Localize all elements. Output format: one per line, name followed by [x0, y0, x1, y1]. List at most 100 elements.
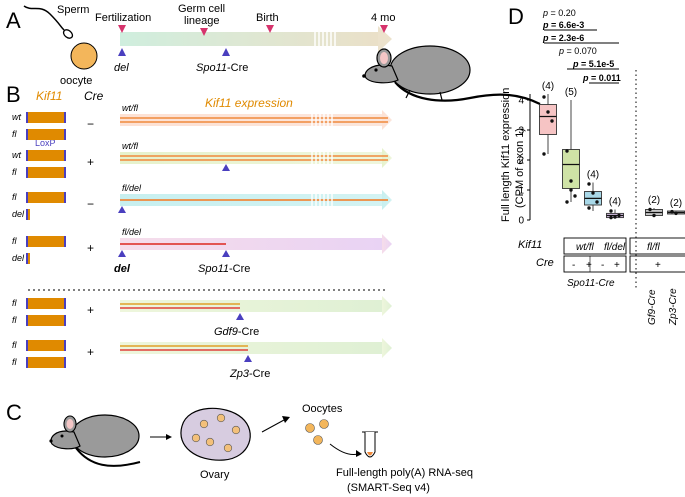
cre-sign-1: - [572, 260, 575, 271]
expression-arrow-head [382, 234, 392, 254]
n-label: (2) [670, 198, 682, 209]
birth-label: Birth [256, 12, 279, 24]
zp3-cre-label: Zp3-Cre [229, 368, 270, 380]
gf9-cre-label: Gf9-Cre [647, 289, 658, 325]
ovary-icon [180, 407, 251, 461]
geno-2: fl/del [604, 242, 626, 253]
geno-3: fl/fl [647, 242, 661, 253]
loxp-mark [26, 209, 28, 220]
p-value-label: p = 5.1e-5 [572, 59, 614, 69]
kif11-expression-label: Kif11 expression [205, 96, 293, 110]
cre-sign-5: + [655, 260, 661, 271]
data-point [550, 119, 554, 123]
data-point [595, 200, 599, 204]
loxp-mark [64, 129, 66, 140]
expression-arrow-head [382, 296, 392, 316]
expression-arrow-head [382, 110, 392, 130]
allele-label-2: fl [12, 129, 18, 139]
seq-label-2: (SMART-Seq v4) [347, 482, 430, 494]
loxp-mark [64, 315, 66, 326]
sperm-label: Sperm [57, 4, 89, 16]
sperm-icon [23, 5, 74, 39]
seq-label-1: Full-length poly(A) RNA-seq [336, 467, 473, 479]
germ-line-marker [200, 28, 208, 36]
germ-line-label-2: lineage [184, 15, 219, 27]
cre-header: Cre [84, 89, 104, 103]
loxp-mark [26, 357, 28, 368]
allele-label-1: fl [12, 192, 18, 202]
cre-sign-3: - [601, 260, 604, 271]
expression-arrow-head [382, 148, 392, 168]
tube-icon [362, 431, 378, 458]
oocyte-icon [70, 42, 98, 70]
arrow-c3 [329, 443, 359, 455]
cre-sign-2: + [586, 260, 592, 271]
arrow-c2 [261, 419, 285, 433]
p-value-label: p = 6.6e-3 [542, 20, 584, 30]
allele-label-1: wt [12, 112, 21, 122]
allele-bar-1 [26, 340, 66, 351]
cre-sign-4: + [614, 260, 620, 271]
loxp-mark [26, 236, 28, 247]
zp3-cre-label: Zp3-Cre [668, 288, 679, 326]
cre-row-label: Cre [536, 257, 554, 269]
loxp-mark [26, 315, 28, 326]
panel-b-letter: B [6, 82, 21, 107]
genotype-label: wt/fl [122, 103, 139, 113]
data-point [565, 200, 569, 204]
allele-label-2: fl [12, 315, 18, 325]
y-axis-label-2: (CPM of exon 1) [514, 128, 526, 208]
allele-label-1: fl [12, 236, 18, 246]
geno-cell-1 [563, 237, 627, 255]
loxp-label: LoxP [35, 138, 56, 148]
mouse-icon-top [362, 45, 541, 105]
oocytes-icon [305, 419, 329, 445]
expression-arrow-body [120, 114, 382, 126]
allele-bar-2 [26, 315, 66, 326]
data-point [609, 209, 613, 213]
y-axis-label-1: Full length Kif11 expression [500, 88, 512, 222]
cre-sign: + [87, 241, 94, 255]
data-point [652, 213, 656, 218]
allele-label-1: fl [12, 298, 18, 308]
y-tick-label: 4 [518, 96, 524, 107]
month-marker [380, 25, 388, 33]
loxp-mark [26, 167, 28, 178]
y-tick-label: 3 [518, 126, 524, 137]
arrow-c1-head [166, 434, 172, 440]
oocytes-label: Oocytes [302, 403, 343, 415]
month-label: 4 mo [371, 12, 395, 24]
n-label: (2) [648, 195, 660, 206]
allele-bar-1 [26, 298, 66, 309]
data-point [542, 95, 546, 99]
panel-d-letter: D [508, 4, 524, 29]
loxp-mark [64, 357, 66, 368]
fertilization-label: Fertilization [95, 12, 151, 24]
spo11-cre-label-a: Spo11-Cre [196, 62, 248, 74]
cre-marker [236, 313, 244, 320]
data-point [613, 215, 617, 219]
cre-marker [222, 250, 230, 257]
genotype-label: fl/del [122, 183, 142, 193]
allele-bar-2 [26, 357, 66, 368]
data-point [587, 206, 591, 210]
fertilization-marker [118, 25, 126, 33]
allele-bar-2 [26, 167, 66, 178]
y-tick-label: 1 [518, 186, 524, 197]
data-point [617, 213, 621, 218]
spo11-marker-a [222, 48, 230, 56]
del-marker [118, 250, 126, 257]
geno-cell-2 [629, 237, 685, 255]
ovary-label: Ovary [200, 469, 230, 481]
del-label-b: del [114, 263, 131, 275]
loxp-mark [26, 112, 28, 123]
del-marker [118, 206, 126, 213]
p-value-label: p = 0.20 [542, 8, 576, 18]
cre-cell-2 [629, 255, 685, 273]
data-point [546, 110, 550, 114]
p-value-label: p = 0.011 [582, 73, 621, 83]
p-value-label: p = 0.070 [558, 46, 597, 56]
loxp-mark [26, 253, 28, 264]
